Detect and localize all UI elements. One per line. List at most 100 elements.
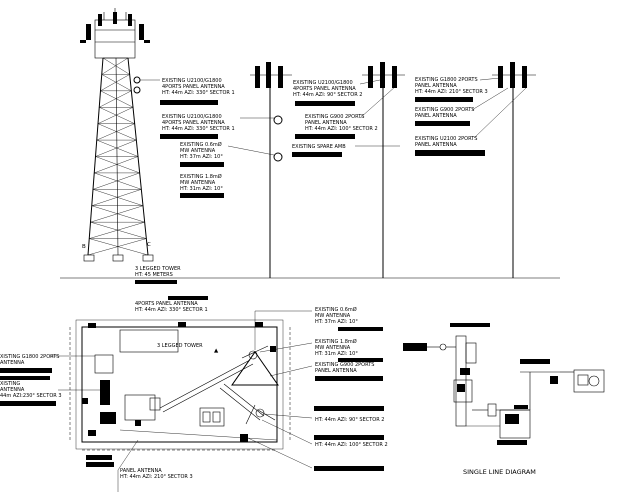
tower-brace — [96, 123, 135, 141]
plan-left-callout-2: XISTING ANTENNA 44m AZI:230° SECTOR 3 — [0, 376, 100, 406]
callout-text: 4PORTS PANEL ANTENNA — [293, 86, 356, 92]
callout-text: PANEL ANTENNA — [415, 142, 457, 148]
callout-text: HT: 44m AZI: 330° SECTOR 1 — [162, 126, 235, 132]
callout-text: MW ANTENNA — [180, 148, 216, 154]
single-line-diagram-title: SINGLE LINE DIAGRAM — [463, 468, 536, 476]
plan-tower-label: 3 LEGGED TOWER — [157, 343, 203, 349]
tower-brace — [91, 189, 142, 206]
callout-text: HT: 37m AZI: 10° — [180, 154, 223, 160]
tower-callout-2: EXISTING U2100/G1800 4PORTS PANEL ANTENN… — [162, 114, 274, 132]
callout-text: HT: 44m AZI: 210° SECTOR 3 — [120, 474, 193, 480]
tower-brace — [92, 189, 144, 206]
callout-text: EXISTING 0.6mØ — [180, 141, 222, 148]
callout-text: MW ANTENNA — [315, 313, 351, 319]
tower-brace — [100, 90, 134, 108]
callout-text: HT: 44m AZI: 90° SECTOR 2 — [315, 417, 384, 423]
callout-text: EXISTING 0.6mØ — [315, 306, 357, 313]
tower-brace — [87, 238, 147, 256]
callout-text: 4PORTS PANEL ANTENNA — [162, 120, 225, 126]
mast3-callout-1: EXISTING G1800 2PORTS PANEL ANTENNA HT: … — [415, 77, 501, 95]
mast-2 — [362, 62, 405, 278]
mast3-callout-2: EXISTING G900 2PORTS PANEL ANTENNA — [415, 87, 509, 119]
tower-brace — [92, 172, 140, 190]
plan-right-callout-2: EXISTING 1.8mØ MW ANTENNA HT: 31m AZI: 1… — [259, 338, 358, 357]
tower-callout-3: EXISTING 0.6mØ MW ANTENNA HT: 37m AZI: 1… — [180, 141, 275, 160]
tower-brace — [95, 156, 140, 174]
mast2-callout-2: EXISTING G900 2PORTS PANEL ANTENNA HT: 4… — [305, 85, 397, 132]
tower-caption-line-1: 3 LEGGED TOWER — [135, 266, 181, 272]
plan-right-callout-1: EXISTING 0.6mØ MW ANTENNA HT: 37m AZI: 1… — [254, 306, 358, 350]
callout-text: MW ANTENNA — [180, 180, 216, 186]
plan-top-callout-line-2: HT: 44m AZI: 330° SECTOR 1 — [135, 307, 208, 313]
plan-right-callout-3: EXISTING G900 2PORTS PANEL ANTENNA — [269, 362, 374, 377]
callout-text: 44m AZI:230° SECTOR 3 — [0, 393, 62, 399]
tower-brace — [101, 57, 129, 75]
callout-text: EXISTING U2100/G1800 — [162, 114, 222, 120]
mast3-callout-3: EXISTING U2100 2PORTS PANEL ANTENNA — [415, 87, 527, 148]
plan-right-lower-callouts: HT: 44m AZI: 90° SECTOR 2 HT: 44m AZI: 1… — [247, 327, 388, 471]
mast2-callout-3: EXISTING SPARE AMB — [292, 144, 400, 150]
mast2-callout-1: EXISTING U2100/G1800 4PORTS PANEL ANTENN… — [293, 79, 381, 98]
callout-text: HT: 37m AZI: 10° — [315, 319, 358, 325]
lattice-tower — [80, 8, 283, 262]
callout-text: EXISTING SPARE AMB — [292, 144, 346, 150]
mast-1 — [250, 62, 292, 278]
tower-leg-b-letter: B — [82, 244, 86, 250]
tower-leg-c-letter: C — [147, 242, 151, 248]
tower-brace — [94, 172, 142, 190]
callout-text: PANEL ANTENNA — [120, 468, 162, 474]
callout-text: EXISTING G900 2PORTS — [415, 107, 474, 113]
site-plan — [69, 319, 291, 451]
callout-text: EXISTING G900 2PORTS — [315, 362, 374, 368]
tower-brace — [89, 221, 145, 239]
callout-text: XISTING — [0, 381, 20, 387]
callout-text: HT: 44m AZI: 100° SECTOR 2 — [305, 126, 378, 132]
tower-brace — [97, 123, 137, 141]
tower-callout-4: EXISTING 1.8mØ MW ANTENNA HT: 31m AZI: 1… — [180, 173, 223, 192]
callout-text: PANEL ANTENNA — [315, 368, 357, 374]
redaction-bars — [135, 97, 485, 284]
callout-text: EXISTING 1.8mØ — [180, 173, 222, 180]
callout-text: HT: 31m AZI: 10° — [315, 351, 358, 357]
tower-brace — [90, 205, 144, 223]
callout-text: HT: 44m AZI: 100° SECTOR 2 — [315, 442, 388, 448]
tower-brace — [95, 139, 137, 157]
callout-text: ANTENNA — [0, 360, 25, 366]
plan-north-arrow: ▲ — [214, 348, 219, 354]
callout-text: EXISTING U2100/G1800 — [162, 78, 222, 84]
tower-brace — [96, 139, 139, 157]
plan-top-callout-line-1: 4PORTS PANEL ANTENNA — [135, 301, 198, 307]
callout-text: EXISTING U2100/G1800 — [293, 80, 353, 86]
callout-text: EXISTING 1.8mØ — [315, 338, 357, 345]
callout-text: PANEL ANTENNA — [305, 120, 347, 126]
tower-brace — [91, 205, 145, 223]
callout-text: HT: 44m AZI: 90° SECTOR 2 — [293, 92, 362, 98]
tower-brace — [101, 74, 132, 92]
callout-text: MW ANTENNA — [315, 345, 351, 351]
mast-3 — [492, 62, 536, 278]
callout-text: PANEL ANTENNA — [415, 113, 457, 119]
callout-text: EXISTING G1800 2PORTS — [415, 77, 478, 83]
tower-brace — [90, 221, 147, 239]
callout-text: ANTENNA — [0, 387, 25, 393]
callout-text: EXISTING G900 2PORTS — [305, 114, 364, 120]
tower-brace — [99, 90, 132, 108]
callout-text: PANEL ANTENNA — [415, 83, 457, 89]
callout-text: HT: 31m AZI: 10° — [180, 186, 223, 192]
tower-brace — [100, 74, 130, 92]
plan-bottom-callout: PANEL ANTENNA HT: 44m AZI: 210° SECTOR 3 — [86, 439, 193, 492]
tower-callout-1: EXISTING U2100/G1800 4PORTS PANEL ANTENN… — [140, 78, 235, 96]
tower-caption-line-2: HT: 45 METERS — [135, 272, 173, 278]
callout-text: HT: 44m AZI: 210° SECTOR 3 — [415, 89, 488, 95]
callout-text: EXISTING U2100 2PORTS — [415, 136, 477, 142]
tower-brace — [97, 107, 134, 124]
tower-brace — [99, 107, 135, 124]
callout-text: HT: 44m AZI: 330° SECTOR 1 — [162, 90, 235, 96]
callout-text: XISTING G1800 2PORTS — [0, 354, 59, 360]
tower-brace — [89, 238, 149, 256]
tower-brace — [94, 156, 139, 174]
plan-left-callout-1: XISTING G1800 2PORTS ANTENNA — [0, 354, 95, 373]
tower-brace — [102, 57, 130, 75]
callout-text: 4PORTS PANEL ANTENNA — [162, 84, 225, 90]
